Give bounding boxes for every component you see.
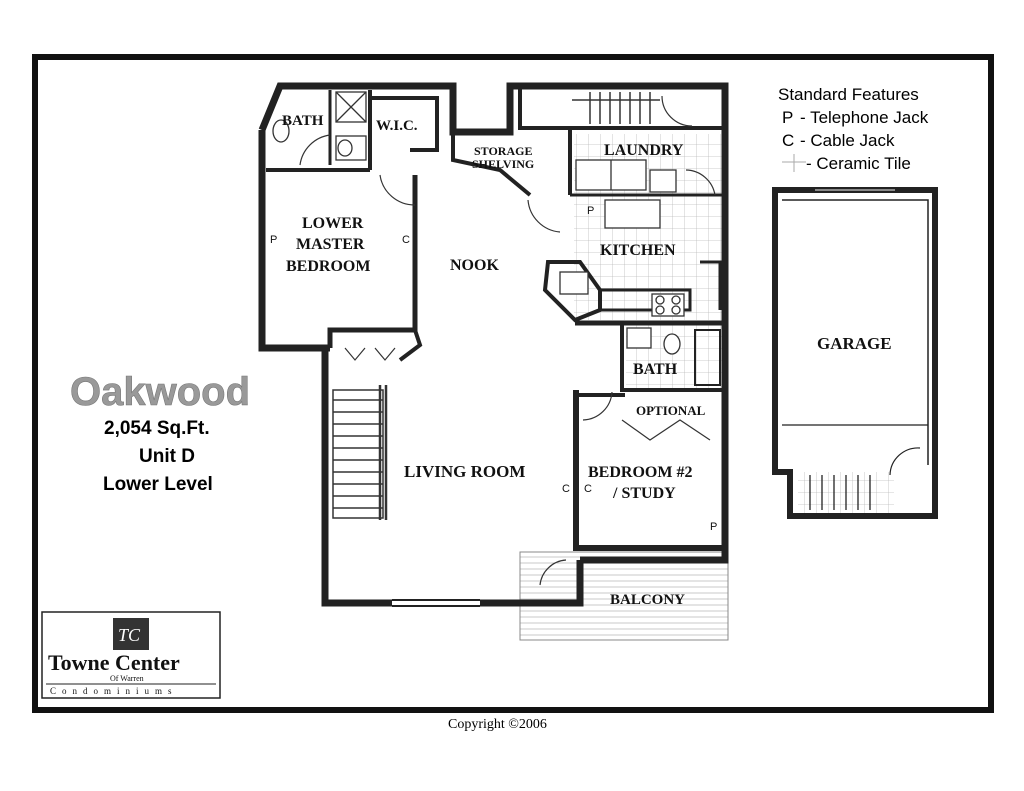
bedroom2-label-1: BEDROOM #2 <box>588 464 692 481</box>
legend-p-symbol: P <box>782 108 793 127</box>
plan-level: Lower Level <box>103 474 213 495</box>
cable-jack-living: C <box>562 483 570 495</box>
tile-swatch-icon <box>782 154 806 172</box>
storage-label: STORAGE <box>474 144 532 158</box>
legend-c-text: - Cable Jack <box>800 131 895 150</box>
garage-label: GARAGE <box>817 334 892 353</box>
lower-master-label-2: MASTER <box>296 236 365 253</box>
page-frame <box>32 54 994 713</box>
plan-area: 2,054 Sq.Ft. <box>104 418 210 439</box>
living-stairs <box>332 385 388 520</box>
garage <box>772 187 938 519</box>
svg-text:Condominiums: Condominiums <box>50 686 178 696</box>
towne-center-logo: TC Towne Center Of Warren Condominiums <box>41 611 221 699</box>
laundry-label: LAUNDRY <box>604 142 684 159</box>
cable-jack-bedroom2: C <box>584 483 592 495</box>
kitchen-label: KITCHEN <box>600 242 676 259</box>
copyright-notice: Copyright ©2006 <box>448 717 547 732</box>
svg-text:TC: TC <box>118 625 141 645</box>
balcony-deck <box>519 551 729 641</box>
legend-tile-text: - Ceramic Tile <box>806 154 911 173</box>
phone-jack-master: P <box>270 234 277 246</box>
laundry-stairs <box>572 92 660 124</box>
phone-jack-kitchen: P <box>587 205 594 217</box>
svg-text:Towne Center: Towne Center <box>48 650 180 675</box>
walls <box>258 82 729 607</box>
master-bath-label: BATH <box>282 113 324 129</box>
legend-c-symbol: C <box>782 131 794 150</box>
svg-text:Of Warren: Of Warren <box>110 674 144 683</box>
lower-master-label-1: LOWER <box>302 215 364 232</box>
plan-name: Oakwood <box>70 370 250 414</box>
door-swings <box>299 95 716 586</box>
cable-jack-master: C <box>402 234 410 246</box>
living-room-label: LIVING ROOM <box>404 462 525 481</box>
legend-title: Standard Features <box>778 85 919 104</box>
bath2-label: BATH <box>633 361 678 378</box>
bedroom2-label-2: / STUDY <box>612 485 676 502</box>
shelving-label: SHELVING <box>472 157 534 171</box>
phone-jack-bedroom2: P <box>710 521 717 533</box>
lower-master-label-3: BEDROOM <box>286 258 370 275</box>
legend-p-text: - Telephone Jack <box>800 108 929 127</box>
balcony-label: BALCONY <box>610 592 685 608</box>
plan-unit: Unit D <box>139 446 195 467</box>
nook-label: NOOK <box>450 257 499 274</box>
optional-label: OPTIONAL <box>636 403 706 418</box>
fixtures <box>272 91 685 355</box>
wic-label: W.I.C. <box>376 118 418 134</box>
